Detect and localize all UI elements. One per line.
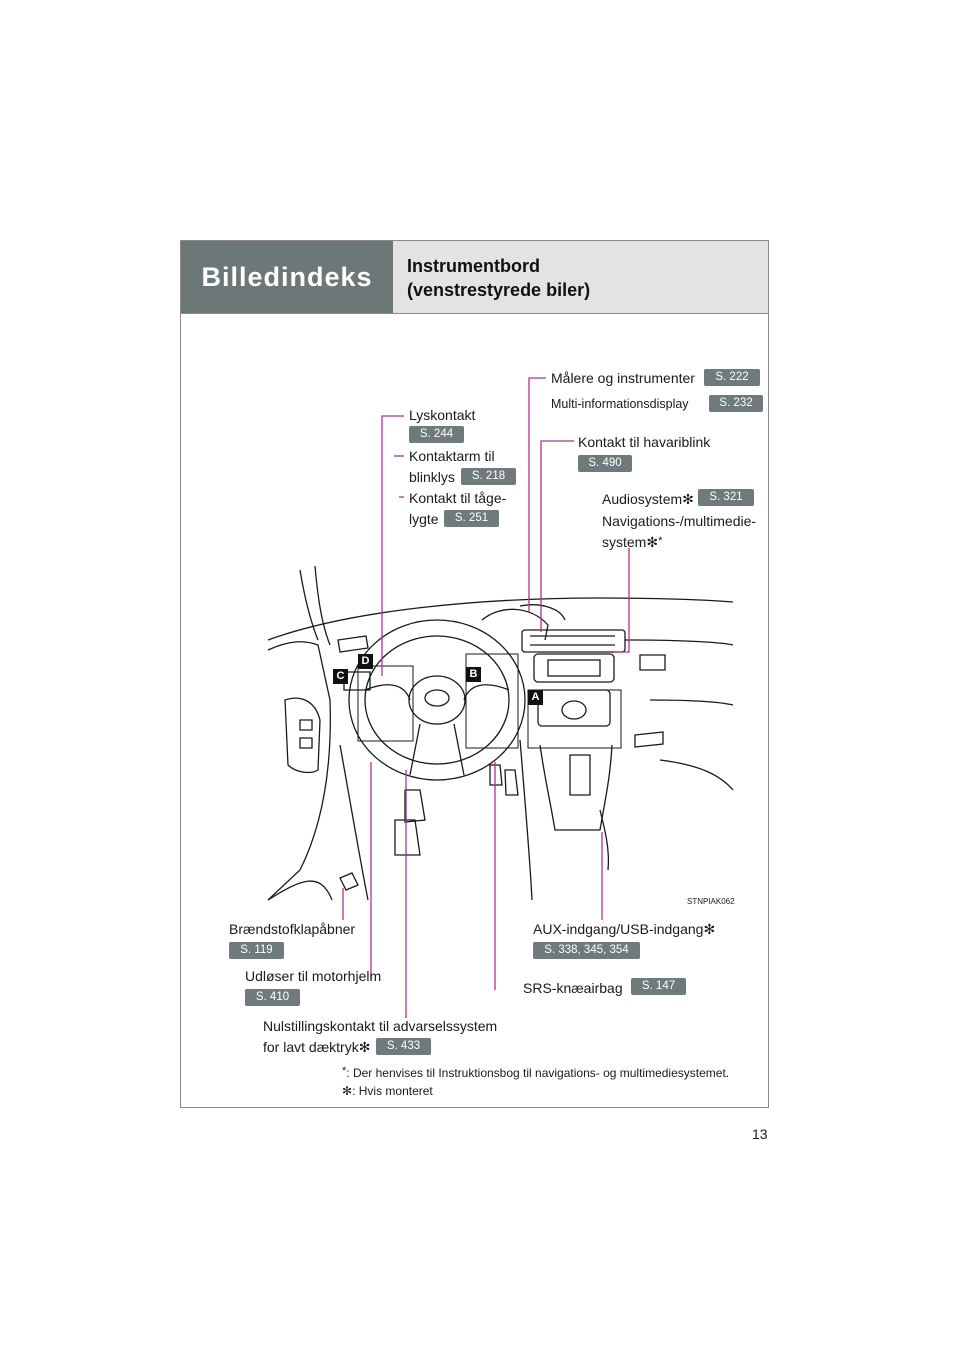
label-nulstil-line1: Nulstillingskontakt til advarselssystem <box>263 1018 498 1034</box>
section-title: Billedindeks <box>201 261 373 292</box>
ref-braendstof[interactable]: S. 119 <box>229 942 284 959</box>
ref-nulstil[interactable]: S. 433 <box>376 1038 431 1055</box>
ref-lyskontakt[interactable]: S. 244 <box>409 426 464 443</box>
ref-kontaktarm[interactable]: S. 218 <box>461 468 516 485</box>
footnote-star-text: : Der henvises til Instruktionsbog til n… <box>346 1066 730 1080</box>
label-nulstil-text: for lavt dæktryk <box>263 1039 359 1055</box>
label-nulstil-line2: for lavt dæktryk✻ <box>263 1039 370 1056</box>
label-kontaktarm-line1: Kontaktarm til <box>409 448 495 464</box>
snow-mark: ✻ <box>342 1084 353 1098</box>
page-title-line2: (venstrestyrede biler) <box>407 280 591 300</box>
ref-maalere[interactable]: S. 222 <box>704 369 760 386</box>
section-header: Billedindeks <box>181 241 393 313</box>
label-kontaktarm-line2: blinklys <box>409 469 455 485</box>
snow-mark: ✻ <box>703 921 716 937</box>
star-mark: * <box>658 535 663 547</box>
page-frame <box>180 240 769 1108</box>
snow-mark: ✻ <box>646 534 659 550</box>
footnote-snow-text: : Hvis monteret <box>352 1084 433 1098</box>
label-multi: Multi-informationsdisplay <box>551 397 689 411</box>
snow-mark: ✻ <box>682 491 694 507</box>
star-mark: * <box>342 1065 347 1077</box>
label-aux: AUX-indgang/USB-indgang✻ <box>533 921 715 938</box>
tag-d: D <box>358 654 373 669</box>
ref-audio[interactable]: S. 321 <box>698 489 754 506</box>
label-maalere: Målere og instrumenter <box>551 370 695 386</box>
figure-code: STNPIAK062 <box>687 897 735 906</box>
label-havari: Kontakt til havariblink <box>578 434 711 450</box>
label-taage-line2: lygte <box>409 511 439 527</box>
footnote-snow: ✻: Hvis monteret <box>342 1084 433 1098</box>
dashboard-drawing <box>267 565 734 901</box>
ref-havari[interactable]: S. 490 <box>578 455 632 472</box>
label-audio-text: Audiosystem <box>602 491 683 507</box>
page-title-line1: Instrumentbord <box>407 256 540 276</box>
snow-mark: ✻ <box>358 1039 371 1055</box>
label-navi-line2: system✻* <box>602 534 662 551</box>
label-taage-line1: Kontakt til tåge- <box>409 490 507 506</box>
label-lyskontakt: Lyskontakt <box>409 407 476 423</box>
footnote-star: *: Der henvises til Instruktionsbog til … <box>342 1065 730 1080</box>
header-divider <box>181 313 768 314</box>
page-header: Instrumentbord (venstrestyrede biler) <box>393 241 768 313</box>
page-number: 13 <box>752 1126 768 1142</box>
label-srs: SRS-knæairbag <box>523 980 623 996</box>
label-navi-line1: Navigations-/multimedie- <box>602 513 757 529</box>
leader-lines <box>342 377 630 1018</box>
label-motorhjelm: Udløser til motorhjelm <box>245 968 382 984</box>
tag-b: B <box>466 667 481 682</box>
label-audio: Audiosystem✻ <box>602 491 694 508</box>
tag-a: A <box>528 690 543 705</box>
ref-aux[interactable]: S. 338, 345, 354 <box>533 942 640 959</box>
tag-c: C <box>333 669 348 684</box>
ref-taage[interactable]: S. 251 <box>444 510 499 527</box>
ref-motorhjelm[interactable]: S. 410 <box>245 989 300 1006</box>
label-braendstof: Brændstofklapåbner <box>229 921 356 937</box>
label-aux-text: AUX-indgang/USB-indgang <box>533 921 704 937</box>
ref-srs[interactable]: S. 147 <box>631 978 686 995</box>
label-navi-text: system <box>602 534 647 550</box>
ref-multi[interactable]: S. 232 <box>709 395 763 412</box>
